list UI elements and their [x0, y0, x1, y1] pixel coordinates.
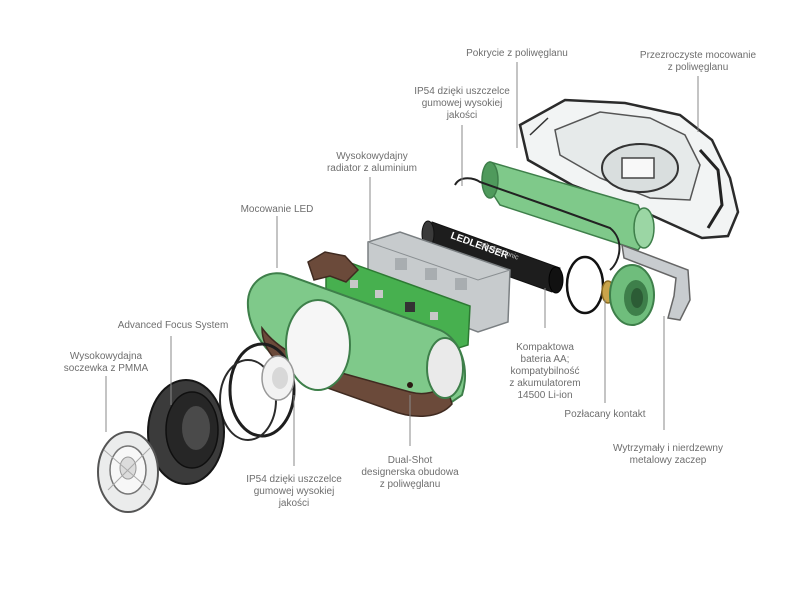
label-pmma-lens: Wysokowydajna soczewka z PMMA	[63, 351, 149, 374]
metal-clip	[621, 243, 691, 321]
gasket-top	[454, 177, 621, 271]
label-aluminium-radiator: Wysokowydajny radiator z aluminium	[326, 151, 418, 174]
label-gold-contact: Pozłacany kontakt	[564, 409, 646, 420]
end-cap	[609, 264, 655, 326]
label-ip54-bottom: IP54 dzięki uszczelce gumowej wysokiej j…	[246, 474, 342, 509]
label-metal-clip: Wytrzymały i nierdzewny metalowy zaczep	[613, 443, 723, 466]
reflector-holder	[261, 355, 295, 401]
label-ip54-top: IP54 dzięki uszczelce gumowej wysokiej j…	[414, 86, 510, 121]
label-polycarbonate-cover: Pokrycie z poliwęglanu	[466, 48, 568, 59]
transparent-mount	[518, 98, 740, 240]
label-aa-battery: Kompaktowa bateria AA; kompatybilność z …	[509, 342, 581, 401]
label-transparent-mount: Przezroczyste mocowanie z poliwęglanu	[639, 50, 757, 73]
battery-o-ring	[565, 255, 605, 315]
advanced-focus-ring	[147, 379, 225, 485]
dual-shot-housing	[246, 272, 466, 417]
pmma-lens	[97, 431, 159, 513]
leader-lines	[105, 62, 699, 466]
led-mount	[307, 251, 360, 283]
label-advanced-focus: Advanced Focus System	[117, 320, 229, 331]
label-led-mount: Mocowanie LED	[240, 204, 314, 215]
label-dual-shot-housing: Dual-Shot designerska obudowa z poliwęgl…	[361, 455, 459, 490]
